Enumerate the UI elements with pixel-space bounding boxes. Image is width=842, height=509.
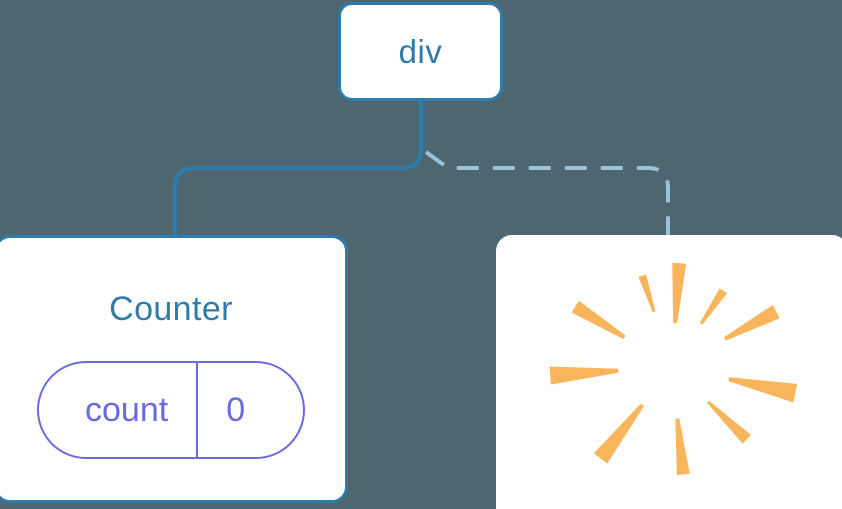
state-value-label: 0 [226, 390, 246, 429]
ray-nnw [638, 274, 656, 313]
counter-node[interactable]: Counter count 0 [0, 235, 348, 503]
ray-ene [724, 305, 780, 341]
div-node-title: div [398, 32, 443, 70]
sparkle-burst-icon [549, 262, 798, 476]
ray-ese [706, 400, 751, 444]
edge-div-to-burst [424, 150, 670, 238]
edge-div-to-counter [173, 99, 423, 240]
div-node[interactable]: div [338, 2, 503, 101]
counter-state-pill[interactable]: count 0 [37, 361, 305, 459]
state-key-label: count [39, 363, 199, 457]
ray-ssw [593, 403, 644, 464]
ray-wnw [571, 300, 626, 339]
ray-w [549, 366, 619, 385]
render-burst-node[interactable] [496, 235, 842, 509]
ray-nne [699, 288, 728, 325]
ray-s [675, 418, 690, 476]
ray-n [672, 262, 687, 324]
counter-node-title: Counter [109, 290, 233, 328]
ray-e [728, 377, 798, 403]
